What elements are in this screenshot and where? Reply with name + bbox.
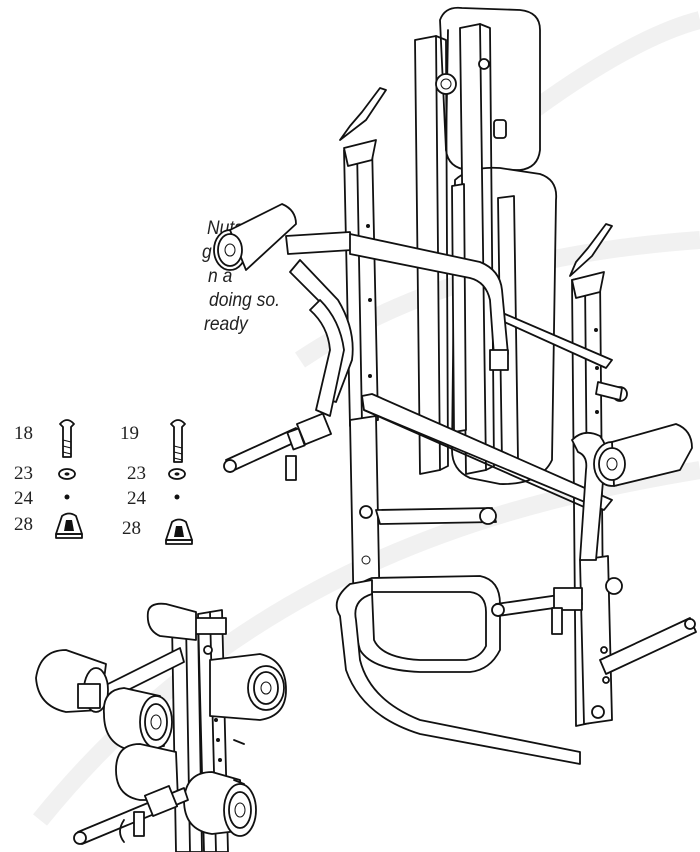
part-number-nut-b: 24 bbox=[127, 488, 146, 509]
part-number-bolt-b: 19 bbox=[120, 423, 139, 444]
part-number-nut-a: 24 bbox=[14, 488, 33, 509]
part-number-cap-b: 28 bbox=[122, 518, 141, 539]
part-number-washer-a: 23 bbox=[14, 463, 33, 484]
instruction-line-5: ready bbox=[204, 314, 248, 335]
instruction-line-2: g that bbox=[202, 242, 246, 263]
instruction-line-1: Nuts bbox=[207, 218, 243, 239]
instruction-line-3: n a bbox=[208, 266, 233, 287]
part-number-cap-a: 28 bbox=[14, 514, 33, 535]
part-number-bolt-a: 18 bbox=[14, 423, 33, 444]
instruction-line-4: doing so. bbox=[209, 290, 280, 311]
part-number-washer-b: 23 bbox=[127, 463, 146, 484]
